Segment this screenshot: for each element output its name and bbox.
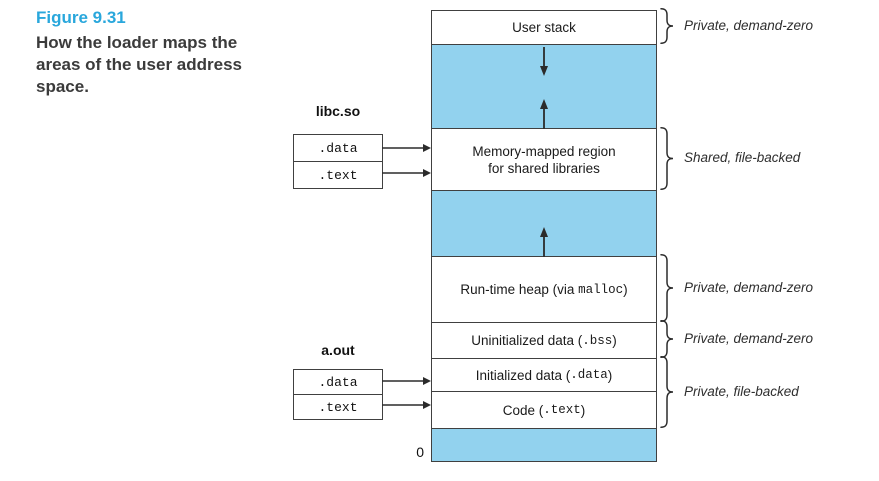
aout-text-section: .text: [318, 399, 358, 415]
libc-data-section: .data: [294, 135, 382, 162]
aout-data-section: .data: [294, 370, 382, 395]
annotation-user-stack: Private, demand-zero: [684, 18, 814, 33]
region-heap-label-pre: Run-time heap (via: [460, 282, 579, 297]
region-bss: Uninitialized data (.bss): [432, 323, 656, 359]
aout-label: a.out: [321, 342, 355, 358]
libc-text-arrow-icon: [382, 169, 431, 177]
region-data-label-post: ): [607, 367, 613, 383]
region-code-label-post: ): [580, 402, 586, 418]
region-data-label-mono: .data: [570, 368, 608, 382]
brace-user-stack-icon: [660, 8, 674, 44]
caption-line: space.: [36, 77, 89, 96]
libc-label: libc.so: [315, 103, 361, 119]
brace-data-code-icon: [660, 356, 674, 428]
stack-growth-arrow-down-icon: [540, 47, 548, 76]
aout-text-arrow-icon: [382, 401, 431, 409]
figure-caption: Figure 9.31 How the loader maps the area…: [36, 8, 286, 98]
address-zero-label: 0: [416, 444, 424, 460]
region-bss-label-pre: Uninitialized data (: [471, 333, 583, 348]
mmap-growth-arrow-up-icon: [540, 99, 548, 129]
annotation-bss: Private, demand-zero: [684, 331, 814, 346]
memory-map-column: User stack Memory-mapped region for shar…: [431, 10, 657, 462]
region-code-label-pre: Code (: [502, 402, 544, 418]
caption-line: How the loader maps the: [36, 33, 238, 52]
aout-data-arrow-icon: [382, 377, 431, 385]
aout-sections-box: .data .text: [293, 369, 383, 420]
region-bss-label-mono: .bss: [582, 333, 613, 348]
brace-heap-icon: [660, 254, 674, 322]
region-bss-label-post: ): [612, 333, 617, 348]
annotation-data-code: Private, file-backed: [684, 384, 799, 399]
region-runtime-heap: Run-time heap (via malloc): [432, 257, 656, 323]
brace-mmap-icon: [660, 127, 674, 190]
region-heap-label-mono: malloc: [578, 282, 624, 297]
region-memory-mapped: Memory-mapped region for shared librarie…: [432, 129, 656, 191]
region-code: Code (.text): [432, 392, 656, 429]
annotation-mmap: Shared, file-backed: [684, 150, 801, 165]
region-heap-label-post: ): [623, 282, 628, 297]
libc-text-section: .text: [318, 167, 358, 183]
region-code-label-mono: .text: [543, 403, 581, 417]
region-memory-mapped-line2: for shared libraries: [488, 160, 600, 176]
annotation-heap: Private, demand-zero: [684, 280, 814, 295]
region-data-label-pre: Initialized data (: [475, 367, 571, 383]
region-unallocated-bottom: [432, 429, 656, 461]
figure-number: Figure 9.31: [36, 8, 126, 27]
region-user-stack-label: User stack: [512, 20, 576, 35]
heap-growth-arrow-up-icon: [540, 227, 548, 257]
libc-sections-box: .data .text: [293, 134, 383, 189]
region-initialized-data: Initialized data (.data): [432, 359, 656, 392]
brace-bss-icon: [660, 320, 674, 358]
caption-line: areas of the user address: [36, 55, 242, 74]
libc-data-arrow-icon: [382, 144, 431, 152]
region-memory-mapped-line1: Memory-mapped region: [472, 143, 616, 159]
region-user-stack: User stack: [432, 11, 656, 45]
